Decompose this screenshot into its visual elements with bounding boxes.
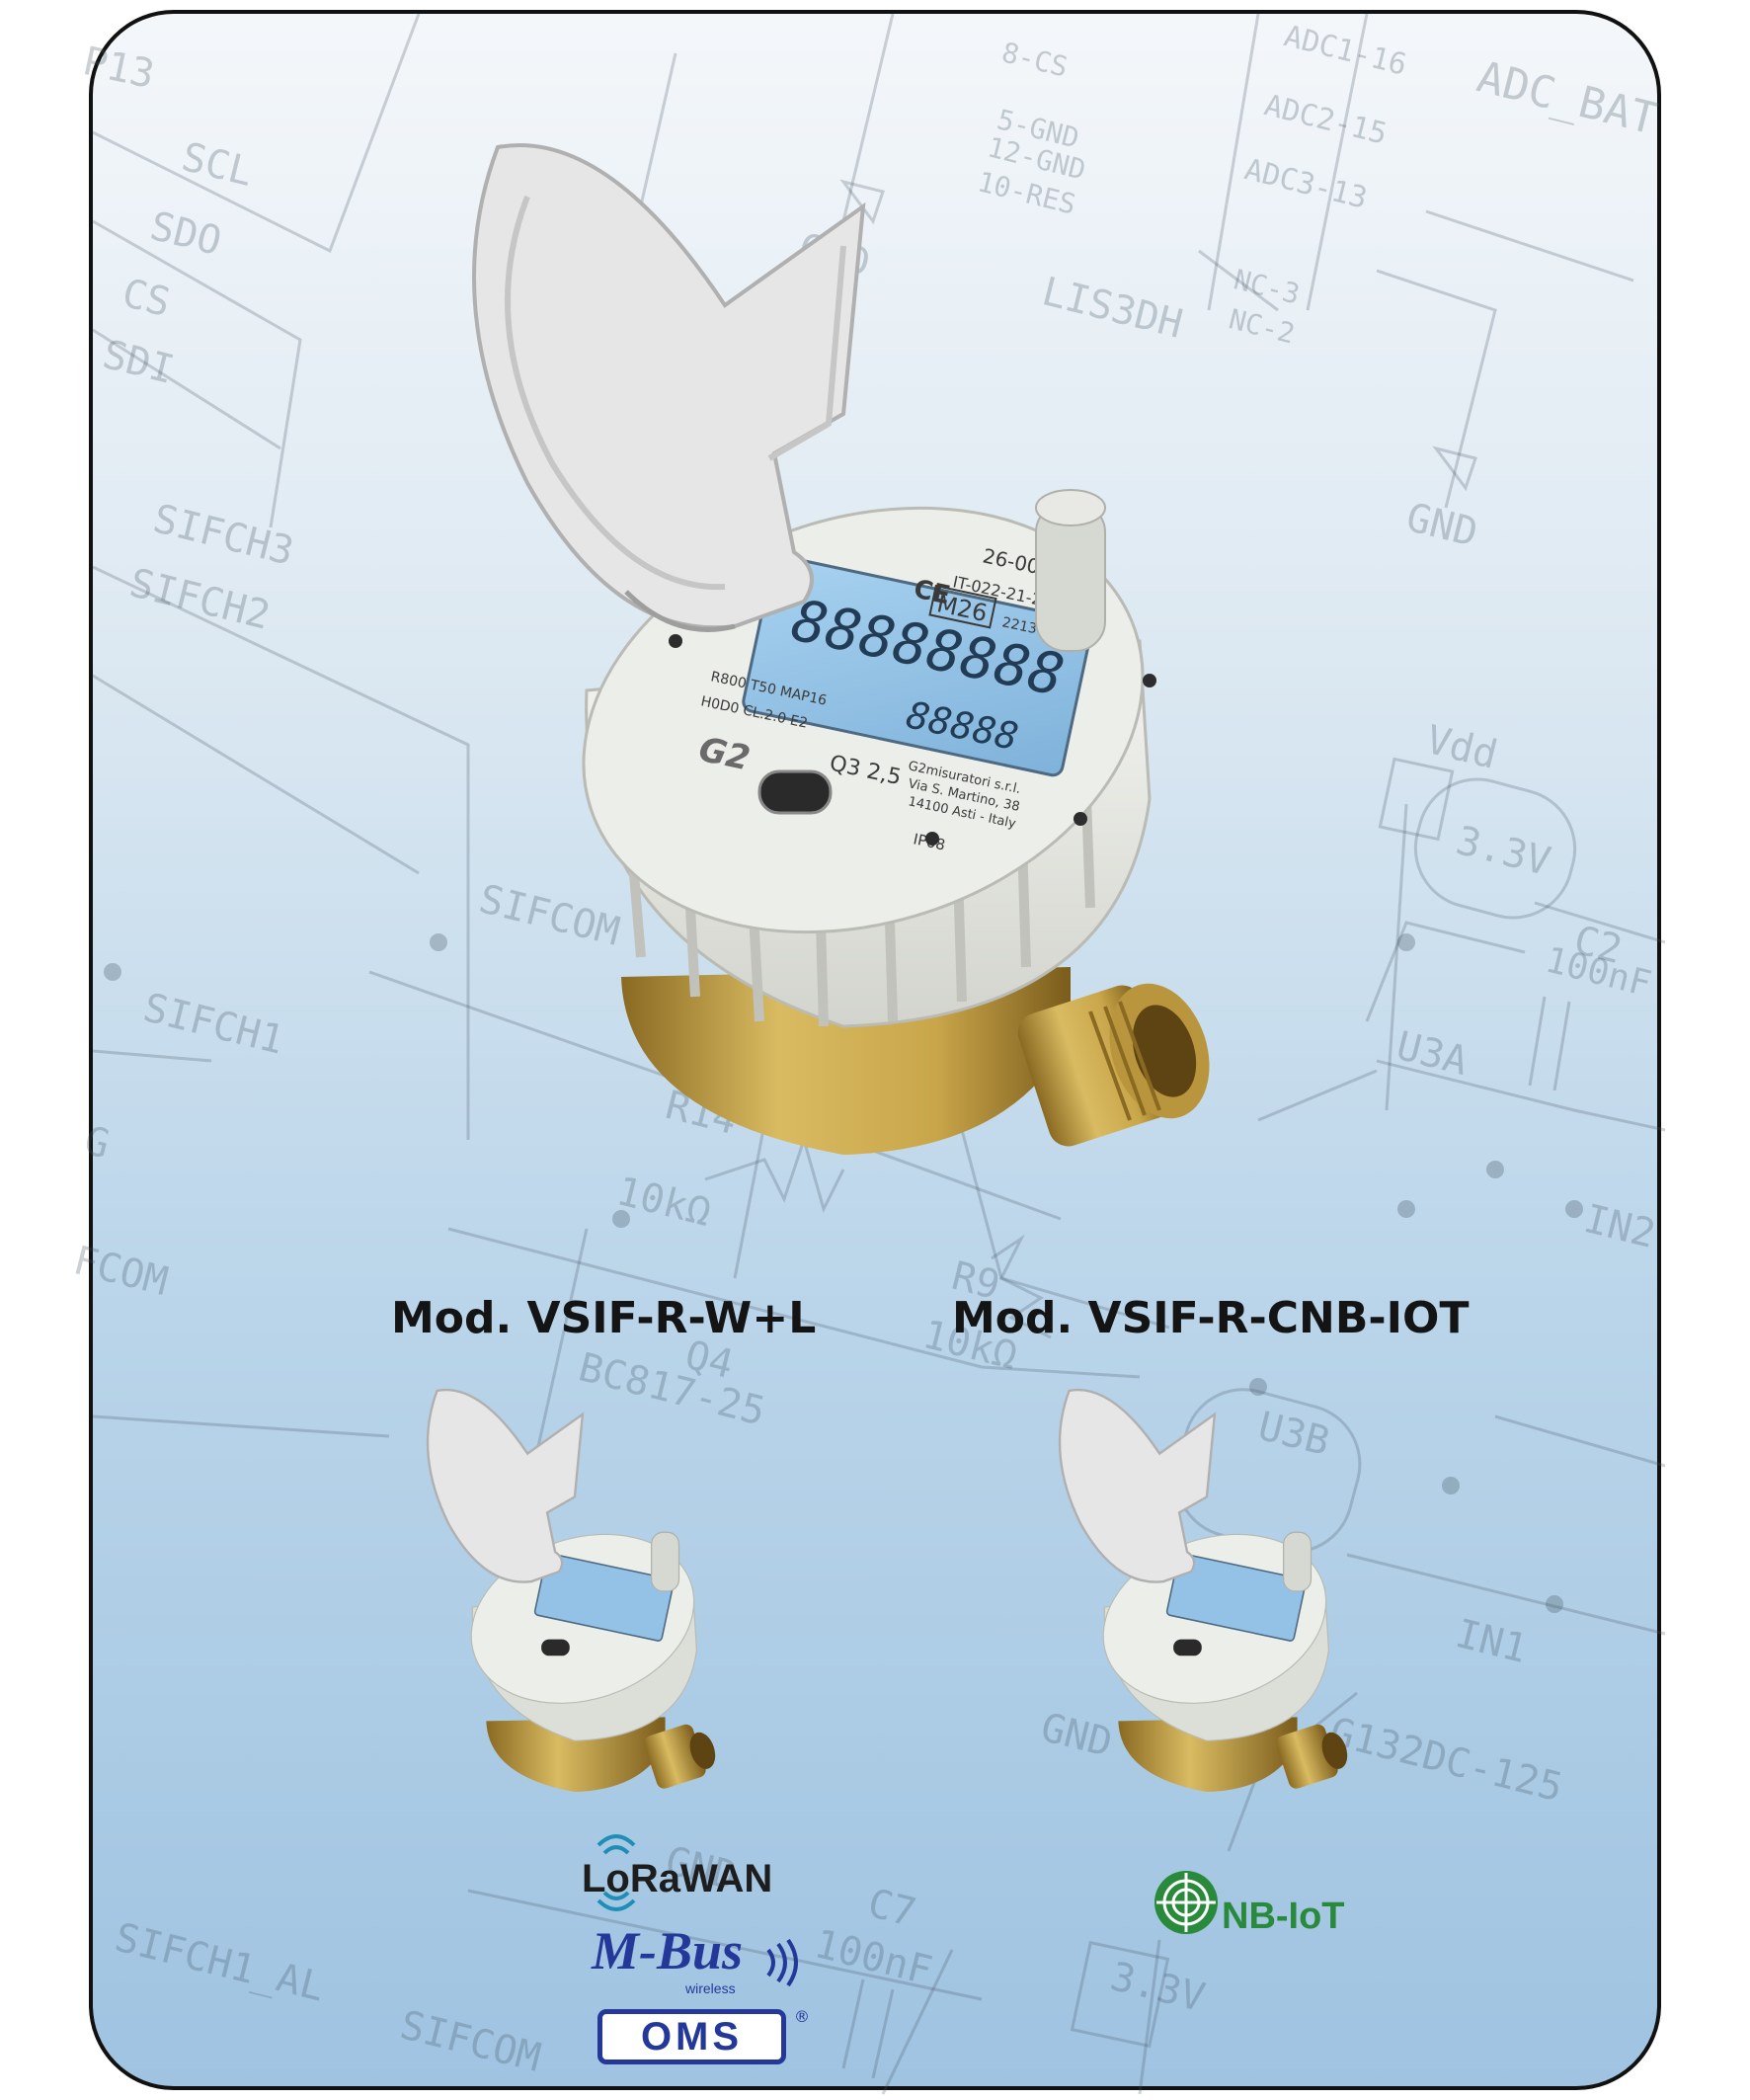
antenna-stub (1035, 489, 1106, 652)
model-title-nbiot: Mod. VSIF-R-CNB-IOT (952, 1293, 1470, 1343)
water-meter-nbiot (1058, 1388, 1348, 1793)
water-meter-main: 88888888 88888 26-0001 IT-022-21-2213 M2… (472, 143, 1210, 1155)
mbus-wireless-label: wireless (685, 1980, 736, 1996)
meter-year: 2213 (1000, 614, 1038, 637)
model-title-wl: Mod. VSIF-R-W+L (391, 1293, 817, 1343)
mbus-logo: M-Bus (592, 1921, 744, 1980)
lorawan-signal-icon (597, 1834, 636, 1911)
pipe-fitting (1017, 983, 1210, 1147)
nbiot-globe-icon (1154, 1871, 1218, 1934)
meter-lid (472, 143, 866, 632)
schematic-background (92, 13, 1666, 2095)
lorawan-logo: LoRaWAN (582, 1857, 773, 1900)
poster-card: P13 SCL SDO CS SDI SIFCH3 SIFCH2 SIFCH1 … (69, 10, 1666, 2095)
water-meter-wl (426, 1388, 716, 1793)
oms-logo: OMS (597, 2009, 786, 2064)
mbus-wireless-icon (766, 1938, 798, 1987)
meter-ce-mark: CE (912, 575, 953, 611)
optical-port (757, 769, 833, 815)
oms-registered-mark: ® (794, 2007, 810, 2026)
nbiot-logo: NB-IoT (1222, 1896, 1345, 1937)
lcd-display: 88888888 88888 (742, 554, 1093, 777)
